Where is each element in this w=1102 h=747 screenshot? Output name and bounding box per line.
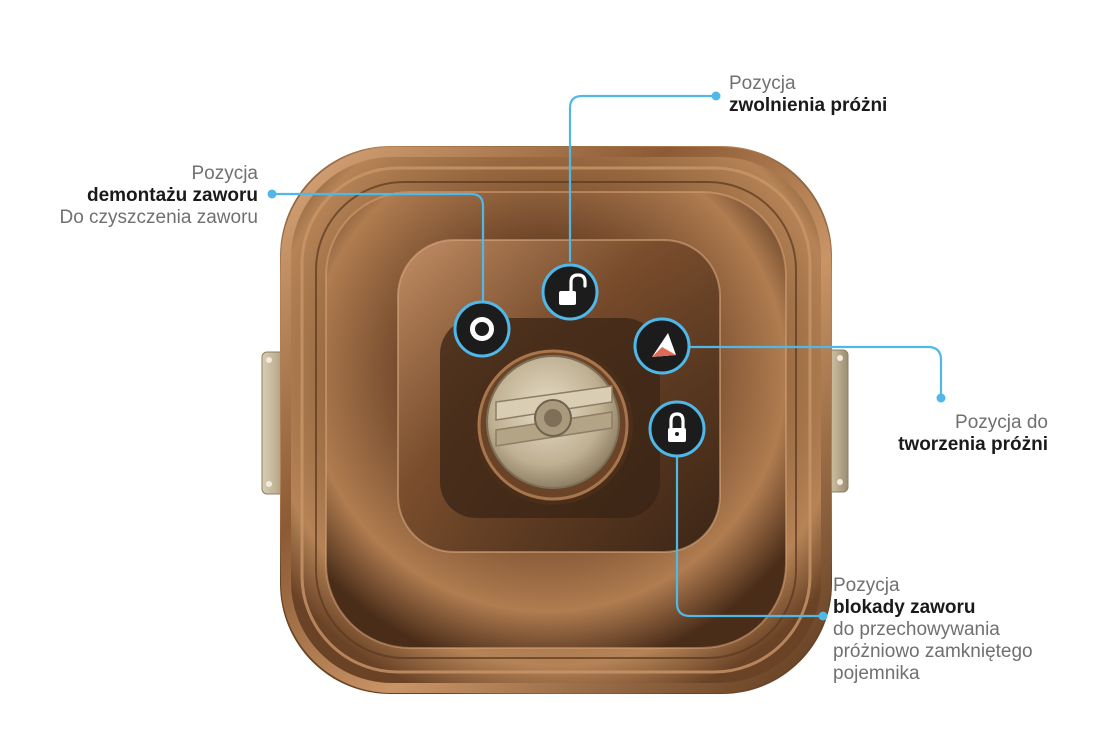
callout-vacuum: Pozycja do tworzenia próżni	[898, 412, 1048, 456]
callout-lock-bold: blokady zaworu	[833, 597, 976, 618]
callout-vacuum-bold: tworzenia próżni	[898, 434, 1048, 455]
callout-lock-line1: Pozycja	[833, 575, 900, 596]
callout-release-bold: zwolnienia próżni	[729, 95, 888, 116]
leader-dot-release	[711, 91, 721, 101]
circle-o-icon[interactable]	[453, 300, 511, 358]
callout-lock: Pozycja blokady zaworu do przechowywania…	[833, 575, 1033, 685]
callout-dismount: Pozycja demontażu zaworu Do czyszczenia …	[59, 163, 258, 229]
lid-rim	[281, 147, 831, 693]
callout-lock-line4: próżniowo zamkniętego	[833, 641, 1033, 662]
leader-line-release	[568, 94, 716, 262]
callout-vacuum-line1: Pozycja do	[955, 412, 1048, 433]
leader-line-dismount	[272, 192, 485, 302]
leader-line-vacuum	[690, 345, 943, 398]
callout-lock-line3: do przechowywania	[833, 619, 1000, 640]
leader-dot-dismount	[267, 189, 277, 199]
callout-release-line1: Pozycja	[729, 73, 796, 94]
leader-lines	[267, 91, 946, 621]
callout-dismount-line3: Do czyszczenia zaworu	[59, 207, 258, 228]
leader-dot-lock	[818, 611, 828, 621]
unlock-icon[interactable]	[541, 263, 599, 321]
leader-dot-vacuum	[936, 393, 946, 403]
callout-dismount-bold: demontażu zaworu	[86, 185, 258, 206]
callout-dismount-line1: Pozycja	[191, 163, 258, 184]
leader-line-lock	[675, 455, 823, 618]
callout-release: Pozycja zwolnienia próżni	[729, 73, 887, 117]
callout-lock-line5: pojemnika	[833, 663, 920, 684]
triangle-icon[interactable]	[633, 317, 691, 375]
lock-icon[interactable]	[648, 400, 706, 458]
